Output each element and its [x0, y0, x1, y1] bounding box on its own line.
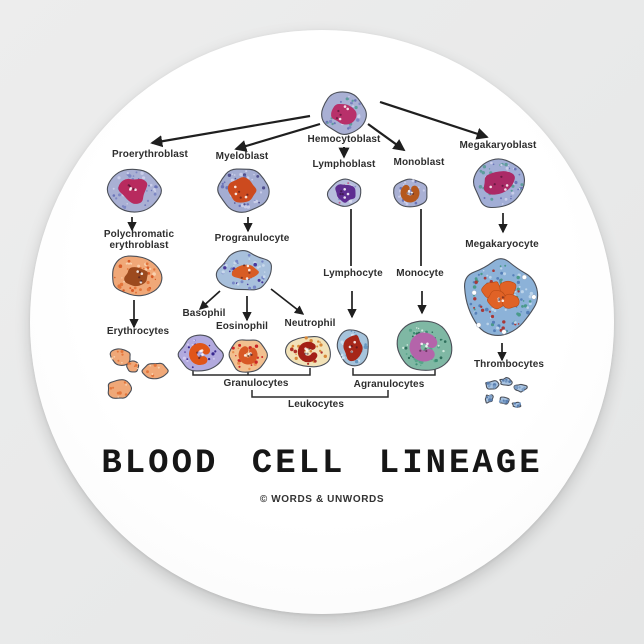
lymphoblast-cell	[326, 178, 362, 207]
label-lymphocyte: Lymphocyte	[323, 268, 383, 279]
thrombocyte-5-cell	[498, 396, 510, 405]
megakaryoblast-cell	[472, 158, 525, 209]
hemocytoblast-to-monoblast	[367, 123, 406, 152]
erythrocyte-1-cell	[109, 348, 131, 366]
label-polychromatic-erythroblast: Polychromatic erythroblast	[103, 229, 175, 251]
label-megakaryocyte: Megakaryocyte	[465, 239, 539, 250]
polychromatic-erythroblast-cell	[112, 255, 163, 297]
hemocytoblast-to-proerythroblast	[150, 114, 311, 148]
erythrocyte-4-cell	[107, 379, 133, 399]
thrombocyte-4-cell	[484, 394, 494, 404]
neutrophil-cell	[284, 336, 331, 368]
progranulocyte-to-basophil	[198, 290, 221, 310]
monocyte-cell	[396, 320, 453, 371]
hemocytoblast-to-megakaryoblast	[379, 100, 489, 140]
label-thrombocytes: Thrombocytes	[473, 359, 545, 370]
progranulocyte-to-neutrophil	[270, 288, 305, 315]
thrombocyte-6-cell	[511, 401, 522, 408]
label-megakaryoblast: Megakaryoblast	[459, 140, 537, 151]
eosinophil-cell	[228, 339, 268, 373]
label-myeloblast: Myeloblast	[215, 151, 269, 162]
label-monocyte: Monocyte	[396, 268, 444, 279]
erythrocyte-2-cell	[126, 360, 140, 373]
thrombocyte-3-cell	[513, 383, 528, 393]
label-leukocytes: Leukocytes	[287, 399, 345, 410]
sticker-title: BLOOD CELL LINEAGE	[101, 445, 543, 483]
monoblast-cell	[393, 178, 428, 208]
hemocytoblast-cell	[321, 91, 367, 135]
label-monoblast: Monoblast	[393, 157, 445, 168]
basophil-cell	[177, 334, 224, 372]
thrombocyte-2-cell	[499, 377, 513, 386]
copyright-text: © WORDS & UNWORDS	[259, 494, 385, 505]
label-lymphoblast: Lymphoblast	[312, 159, 376, 170]
progranulocyte-cell	[215, 250, 272, 291]
label-neutrophil: Neutrophil	[284, 318, 336, 329]
label-granulocytes: Granulocytes	[223, 378, 289, 389]
label-eosinophil: Eosinophil	[215, 321, 269, 332]
thrombocyte-1-cell	[485, 380, 500, 390]
myeloblast-cell	[217, 168, 270, 213]
label-basophil: Basophil	[182, 308, 226, 319]
label-proerythroblast: Proerythroblast	[112, 149, 188, 160]
megakaryocyte-cell	[464, 258, 539, 336]
label-erythrocytes: Erythrocytes	[106, 326, 170, 337]
proerythroblast-cell	[106, 168, 162, 213]
label-hemocytoblast: Hemocytoblast	[307, 134, 381, 145]
erythrocyte-3-cell	[141, 362, 169, 380]
hemocytoblast-to-myeloblast	[234, 122, 321, 152]
agranulocytes-bracket	[352, 368, 436, 376]
leukocytes-bracket	[251, 390, 389, 398]
lymphocyte-cell	[336, 329, 369, 367]
label-agranulocytes: Agranulocytes	[353, 379, 425, 390]
label-progranulocyte: Progranulocyte	[214, 233, 290, 244]
